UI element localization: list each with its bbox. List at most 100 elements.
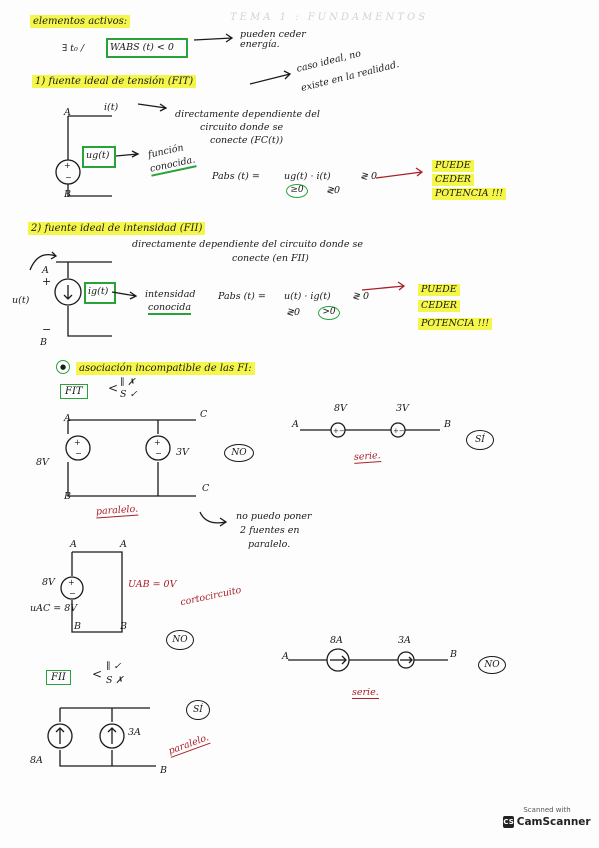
fii-power-equation: Pabs (t) = <box>218 291 266 302</box>
par-v-note-3: paralelo. <box>248 539 291 550</box>
svg-text:+: + <box>154 438 161 447</box>
svg-text:−: − <box>75 449 82 458</box>
short-node-b-right: B <box>120 621 127 632</box>
fii-desc-2: conecte (en FII) <box>232 253 309 264</box>
ser-v-left-value: 8V <box>334 403 347 414</box>
fii-power-under-right: >0 <box>318 306 340 320</box>
fii-power-under-left: ≷0 <box>286 307 301 318</box>
fit-conclusion-3: POTENCIA !!! <box>432 188 507 201</box>
formula-left: ∃ t₀ / <box>62 43 85 54</box>
fii-desc-1: directamente dependiente del circuito do… <box>132 239 363 250</box>
fii-less-than-icon: < <box>92 667 103 681</box>
svg-text:−: − <box>69 589 76 598</box>
ser-i-node-b: B <box>450 649 457 660</box>
fit-source-label: ug(t) <box>86 150 110 161</box>
scanned-with-text: Scanned with <box>523 806 571 814</box>
camscanner-watermark: Scanned with CS CamScanner <box>503 806 591 836</box>
section-title-active-elements: elementos activos: <box>30 15 131 28</box>
fit-conclusion-2: CEDER <box>432 174 474 187</box>
fii-conclusion-2: CEDER <box>418 300 460 313</box>
par-v-node-c-top: C <box>200 409 208 420</box>
short-node-a-left: A <box>70 539 77 550</box>
par-v-note-2: 2 fuentes en <box>240 525 300 536</box>
fit-current-label: i(t) <box>104 102 119 113</box>
fit-node-a: A <box>64 107 71 118</box>
fit-power-under-right: ≷0 <box>326 185 341 196</box>
fii-series-rule: S ✗ <box>106 675 124 686</box>
fii-source-label: ig(t) <box>88 286 109 297</box>
fit-parallel-rule: ∥ ✗ <box>120 377 136 388</box>
camscanner-logo-icon: CS <box>503 816 514 828</box>
svg-text:+: + <box>68 578 75 587</box>
formula-box <box>106 38 188 58</box>
short-node-a-right: A <box>120 539 127 550</box>
ser-i-caption: serie. <box>352 687 379 700</box>
short-node-b-left: B <box>74 621 81 632</box>
fii-node-b: B <box>40 337 47 348</box>
fii-parallel-rule: ∥ ✓ <box>106 661 122 672</box>
camscanner-brand-text: CamScanner <box>516 816 591 828</box>
par-v-note-1: no puedo poner <box>236 511 312 522</box>
fit-desc-3: conecte (FC(t)) <box>210 135 284 146</box>
svg-text:+−: +− <box>393 427 405 435</box>
par-i-left-value: 8A <box>30 755 43 766</box>
par-v-node-a: A <box>64 413 71 424</box>
fii-label-box: FII <box>46 670 71 685</box>
fit-label-box: FIT <box>60 384 88 399</box>
bullet-icon: ● <box>56 360 70 374</box>
fit-desc-1: directamente dependiente del <box>175 109 320 120</box>
ser-i-left-value: 8A <box>330 635 343 646</box>
ser-v-verdict: SÍ <box>466 430 494 450</box>
fit-less-than-icon: < <box>108 381 119 395</box>
fii-node-a: A <box>42 265 49 276</box>
short-verdict: NO <box>166 630 194 650</box>
combinations-title: asociación incompatible de las FI: <box>76 362 255 375</box>
short-left-label: uAC = 8V <box>30 603 78 614</box>
formula-boxed-text: WABS (t) < 0 <box>110 42 174 53</box>
ser-i-verdict: NO <box>478 656 506 674</box>
par-i-right-value: 3A <box>128 727 141 738</box>
svg-text:−: − <box>155 449 162 458</box>
fit-source-box <box>82 146 116 168</box>
svg-text:+: + <box>64 161 71 170</box>
fii-conclusion-1: PUEDE <box>418 284 460 297</box>
fii-power-terms: u(t) · ig(t) <box>284 291 331 302</box>
ser-v-node-a: A <box>292 419 299 430</box>
par-i-verdict: SÍ <box>186 700 210 720</box>
svg-text:+: + <box>74 438 81 447</box>
fii-voltage-label: u(t) <box>12 295 30 306</box>
fit-conclusion-1: PUEDE <box>432 160 474 173</box>
fit-power-terms: ug(t) · i(t) <box>284 171 331 182</box>
fii-title: 2) fuente ideal de intensidad (FII) <box>28 222 206 235</box>
short-top-value: 8V <box>42 577 55 588</box>
fii-conclusion-3: POTENCIA !!! <box>418 318 493 331</box>
svg-text:−: − <box>65 173 72 182</box>
ser-i-right-value: 3A <box>398 635 411 646</box>
fit-power-cmp: ≷ 0 <box>360 171 378 182</box>
fit-series-rule: S ✓ <box>120 389 138 400</box>
par-v-right-value: 3V <box>176 447 189 458</box>
par-i-node-b: B <box>160 765 167 776</box>
fit-desc-2: circuito donde se <box>200 122 284 133</box>
ghost-header: TEMA 1 : FUNDAMENTOS <box>230 12 429 23</box>
fii-minus: − <box>42 323 52 336</box>
fii-source-note-1: intensidad <box>145 289 196 300</box>
ser-i-node-a: A <box>282 651 289 662</box>
ser-v-right-value: 3V <box>396 403 409 414</box>
par-v-node-c-bottom: C <box>202 483 210 494</box>
short-red-label: UAB = 0V <box>128 579 177 590</box>
fit-title: 1) fuente ideal de tensión (FIT) <box>32 75 197 88</box>
fit-power-equation: Pabs (t) = <box>212 171 260 182</box>
par-v-verdict: NO <box>224 444 254 462</box>
fit-power-under-left: ≥0 <box>286 184 308 198</box>
fii-plus: + <box>42 275 52 288</box>
ser-v-node-b: B <box>444 419 451 430</box>
camscanner-brand: CS CamScanner <box>503 816 591 828</box>
par-v-left-value: 8V <box>36 457 49 468</box>
svg-text:+−: +− <box>333 427 345 435</box>
formula-right: pueden ceder energía. <box>240 29 306 51</box>
fii-power-cmp: ≷ 0 <box>352 291 370 302</box>
fii-source-note-2: conocida <box>148 302 191 316</box>
